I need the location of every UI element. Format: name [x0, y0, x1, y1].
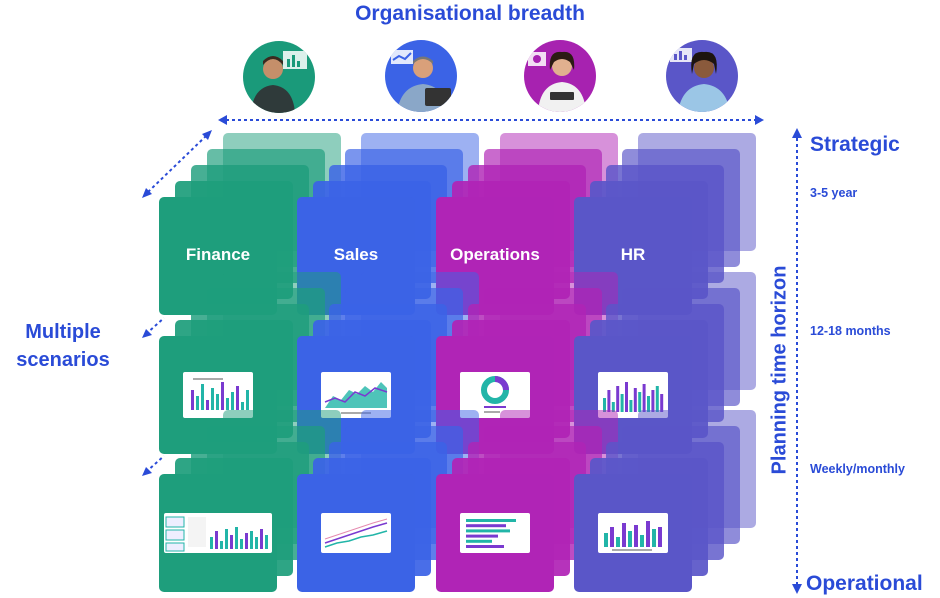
horizon-12-18-months: 12-18 months	[810, 324, 891, 338]
department-tile	[436, 474, 554, 592]
dotted-arrow-icon	[142, 317, 165, 338]
person-hr-icon	[666, 40, 738, 112]
mini-chart-icon	[164, 513, 272, 553]
mini-chart-icon	[598, 513, 668, 553]
multiple-scenarios-label: Multiple scenarios	[16, 321, 110, 371]
department-tile	[574, 474, 692, 592]
operational-label: Operational	[806, 572, 923, 595]
department-label: Sales	[333, 245, 379, 264]
person-operations-icon	[524, 40, 596, 112]
planning-time-horizon-text: Planning time horizon	[768, 265, 791, 475]
person-sales-icon	[385, 40, 457, 112]
dotted-arrow-icon	[142, 455, 165, 476]
department-tile	[297, 474, 415, 592]
person-finance-icon	[243, 41, 315, 113]
department-label: Finance	[185, 245, 251, 264]
strategic-label: Strategic	[810, 133, 900, 156]
mini-chart-icon	[460, 513, 530, 553]
department-label: Operations	[450, 245, 540, 264]
horizon-weekly-monthly: Weekly/monthly	[810, 462, 905, 476]
dotted-arrow-icon	[792, 128, 802, 594]
department-tile	[159, 474, 277, 592]
mini-chart-icon	[321, 513, 391, 553]
dotted-arrow-icon	[218, 115, 764, 125]
horizon-3-5-year: 3-5 year	[810, 186, 858, 200]
page-title: Organisational breadth	[355, 2, 585, 25]
mini-chart-icon	[598, 372, 668, 418]
dotted-arrow-icon	[142, 130, 212, 198]
department-label: HR	[620, 245, 646, 264]
